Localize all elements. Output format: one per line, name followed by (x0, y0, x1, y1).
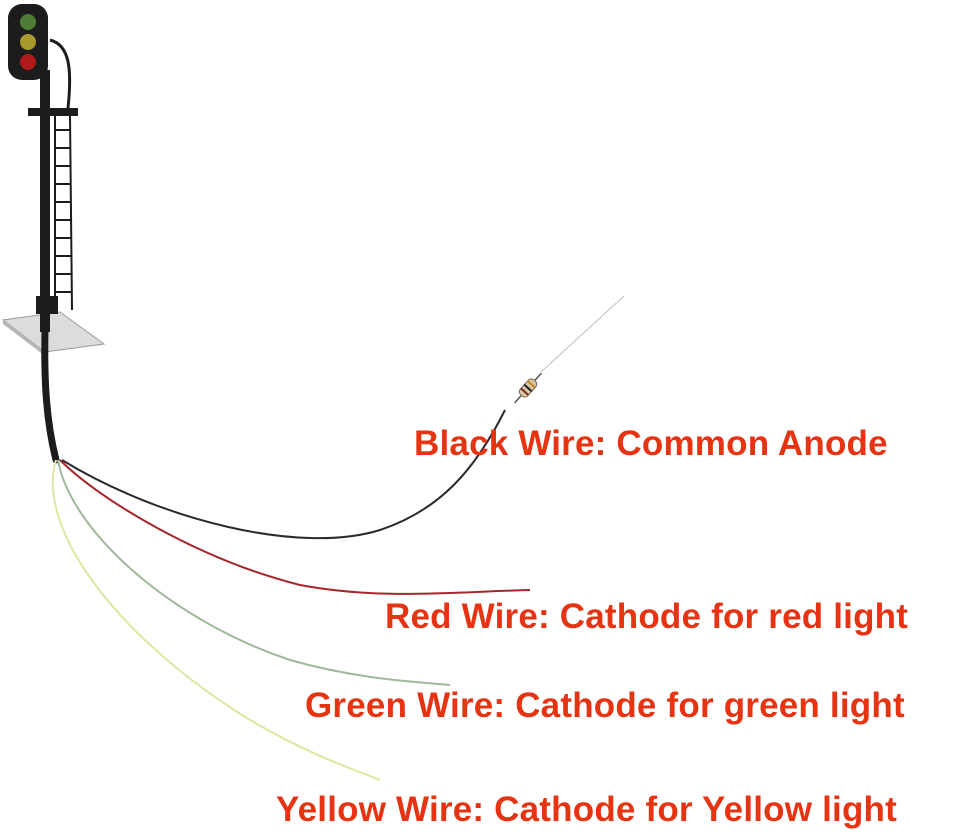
pole-foot (36, 296, 58, 314)
lamp-yellow (20, 34, 36, 50)
signal-pole (40, 70, 50, 332)
wire-green (57, 459, 451, 686)
label-yellow-wire: Yellow Wire: Cathode for Yellow light (276, 790, 897, 829)
ladder (54, 115, 73, 311)
wire-black (61, 409, 506, 540)
resistor (514, 372, 542, 404)
wire-yellow (51, 459, 381, 781)
pole-top-bracket (28, 108, 78, 116)
wire-red (59, 459, 531, 595)
label-black-wire: Black Wire: Common Anode (414, 424, 888, 463)
head-cable (49, 38, 72, 109)
label-green-wire: Green Wire: Cathode for green light (305, 686, 905, 725)
lamp-red (20, 54, 36, 70)
lamp-green (20, 14, 36, 30)
resistor-lead (540, 295, 625, 373)
label-red-wire: Red Wire: Cathode for red light (385, 597, 909, 636)
cable-bundle (41, 326, 60, 464)
base-plate-shadow (3, 320, 45, 356)
